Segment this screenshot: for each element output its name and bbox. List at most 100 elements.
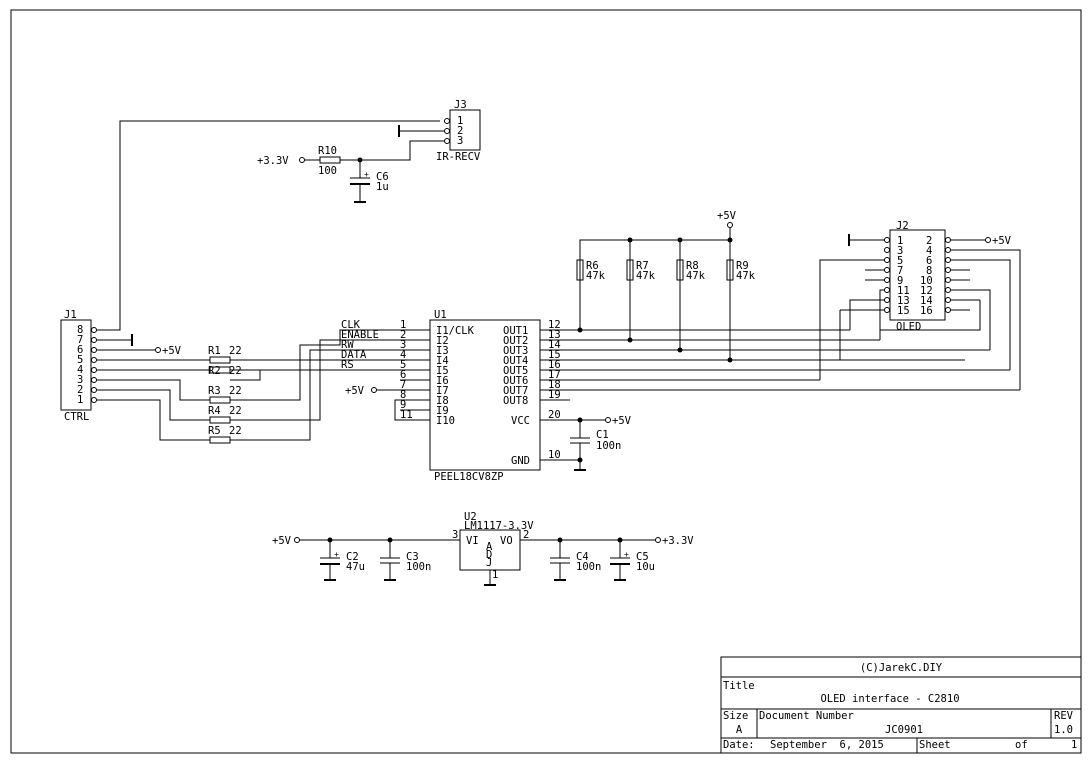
svg-text:R9: R9	[736, 260, 749, 272]
rev-value: 1.0	[1054, 724, 1073, 736]
company-name: (C)JarekC.DIY	[860, 662, 943, 674]
reg-p3v3-port	[655, 537, 661, 543]
svg-text:100n: 100n	[576, 561, 601, 573]
ir-filter: + R10 100 C6 1u	[305, 145, 389, 203]
svg-text:4: 4	[77, 364, 83, 376]
j2-p5v-port	[985, 237, 991, 243]
svg-text:47k: 47k	[636, 270, 656, 282]
pullup-p5v-port	[727, 222, 733, 228]
svg-text:I1/CLK: I1/CLK	[436, 325, 475, 337]
connector-j2: J2 OLED 1 3 5 7 9 11 13 15 2 4 6 8 10 12…	[884, 220, 951, 333]
size-value: A	[736, 724, 743, 736]
svg-text:VCC: VCC	[511, 415, 530, 427]
connector-j1: J1 CTRL 8 7 6 5 4 3 2 1	[60, 309, 97, 423]
svg-text:22: 22	[229, 345, 242, 357]
svg-text:22: 22	[229, 405, 242, 417]
svg-text:19: 19	[548, 389, 561, 401]
svg-text:R5: R5	[208, 425, 221, 437]
u1-part: PEEL18CV8ZP	[434, 471, 504, 483]
svg-text:J3: J3	[454, 99, 467, 111]
ir-p3v3-label: +3.3V	[257, 155, 289, 167]
regulator-u2: U2 LM1117-3.3V VI VO A D J 3 2 1 + C2 47…	[300, 511, 655, 586]
sheet-border	[10, 9, 1082, 754]
svg-text:1: 1	[897, 235, 903, 247]
sheet-total: 1	[1071, 739, 1077, 751]
svg-text:10u: 10u	[636, 561, 655, 573]
svg-text:R2: R2	[208, 365, 221, 377]
svg-text:+: +	[364, 170, 369, 179]
svg-text:1: 1	[400, 319, 406, 331]
svg-text:R3: R3	[208, 385, 221, 397]
svg-text:13: 13	[548, 329, 561, 341]
size-label: Size	[723, 710, 748, 722]
svg-text:C4: C4	[576, 551, 589, 563]
svg-text:I2: I2	[436, 335, 449, 347]
svg-text:47k: 47k	[686, 270, 706, 282]
svg-text:3: 3	[77, 374, 83, 386]
svg-text:4: 4	[926, 245, 932, 257]
svg-text:VO: VO	[500, 535, 513, 547]
svg-text:R4: R4	[208, 405, 221, 417]
svg-text:47k: 47k	[736, 270, 756, 282]
svg-text:I3: I3	[436, 345, 449, 357]
svg-text:J2: J2	[896, 220, 909, 232]
svg-text:7: 7	[400, 379, 406, 391]
svg-text:17: 17	[548, 369, 561, 381]
svg-text:OUT1: OUT1	[503, 325, 528, 337]
svg-text:R1: R1	[208, 345, 221, 357]
svg-text:16: 16	[920, 305, 933, 317]
svg-text:GND: GND	[511, 455, 530, 467]
svg-text:2: 2	[926, 235, 932, 247]
svg-text:2: 2	[77, 384, 83, 396]
svg-text:OUT2: OUT2	[503, 335, 528, 347]
svg-text:13: 13	[897, 295, 910, 307]
svg-text:1: 1	[492, 569, 498, 581]
svg-text:8: 8	[77, 324, 83, 336]
svg-text:U2: U2	[464, 511, 477, 523]
svg-text:OUT3: OUT3	[503, 345, 528, 357]
svg-text:OUT6: OUT6	[503, 375, 528, 387]
svg-text:OUT4: OUT4	[503, 355, 528, 367]
svg-text:10: 10	[920, 275, 933, 287]
svg-text:3: 3	[897, 245, 903, 257]
ir-p3v3-port	[299, 157, 305, 163]
svg-text:5: 5	[897, 255, 903, 267]
svg-text:OUT5: OUT5	[503, 365, 528, 377]
svg-text:47k: 47k	[586, 270, 606, 282]
svg-text:R10: R10	[318, 145, 337, 157]
svg-text:J: J	[486, 557, 492, 569]
reg-p5v-label: +5V	[272, 535, 292, 547]
svg-text:D: D	[486, 549, 492, 561]
svg-text:10: 10	[548, 449, 561, 461]
svg-text:5: 5	[77, 354, 83, 366]
pullup-p5v-label: +5V	[717, 210, 737, 222]
date-value: September 6, 2015	[770, 739, 884, 751]
svg-text:20: 20	[548, 409, 561, 421]
j2-p5v-label: +5V	[992, 235, 1012, 247]
svg-text:7: 7	[77, 334, 83, 346]
svg-text:6: 6	[77, 344, 83, 356]
svg-text:OUT8: OUT8	[503, 395, 528, 407]
svg-text:C3: C3	[406, 551, 419, 563]
svg-text:5: 5	[400, 359, 406, 371]
net-rs: RS	[341, 359, 354, 371]
svg-text:8: 8	[926, 265, 932, 277]
svg-text:14: 14	[548, 339, 561, 351]
svg-text:1u: 1u	[376, 181, 389, 193]
title-block: (C)JarekC.DIY Title OLED interface - C28…	[720, 656, 1082, 754]
svg-text:15: 15	[548, 349, 561, 361]
svg-text:6: 6	[926, 255, 932, 267]
svg-text:R6: R6	[586, 260, 599, 272]
net-clk: CLK	[341, 319, 361, 331]
svg-text:VI: VI	[466, 535, 479, 547]
vcc-p5v-port	[605, 417, 611, 423]
svg-text:7: 7	[897, 265, 903, 277]
svg-text:I6: I6	[436, 375, 449, 387]
document-number: JC0901	[885, 724, 923, 736]
j1-wiring	[97, 120, 440, 441]
reg-p3v3-label: +3.3V	[662, 535, 694, 547]
